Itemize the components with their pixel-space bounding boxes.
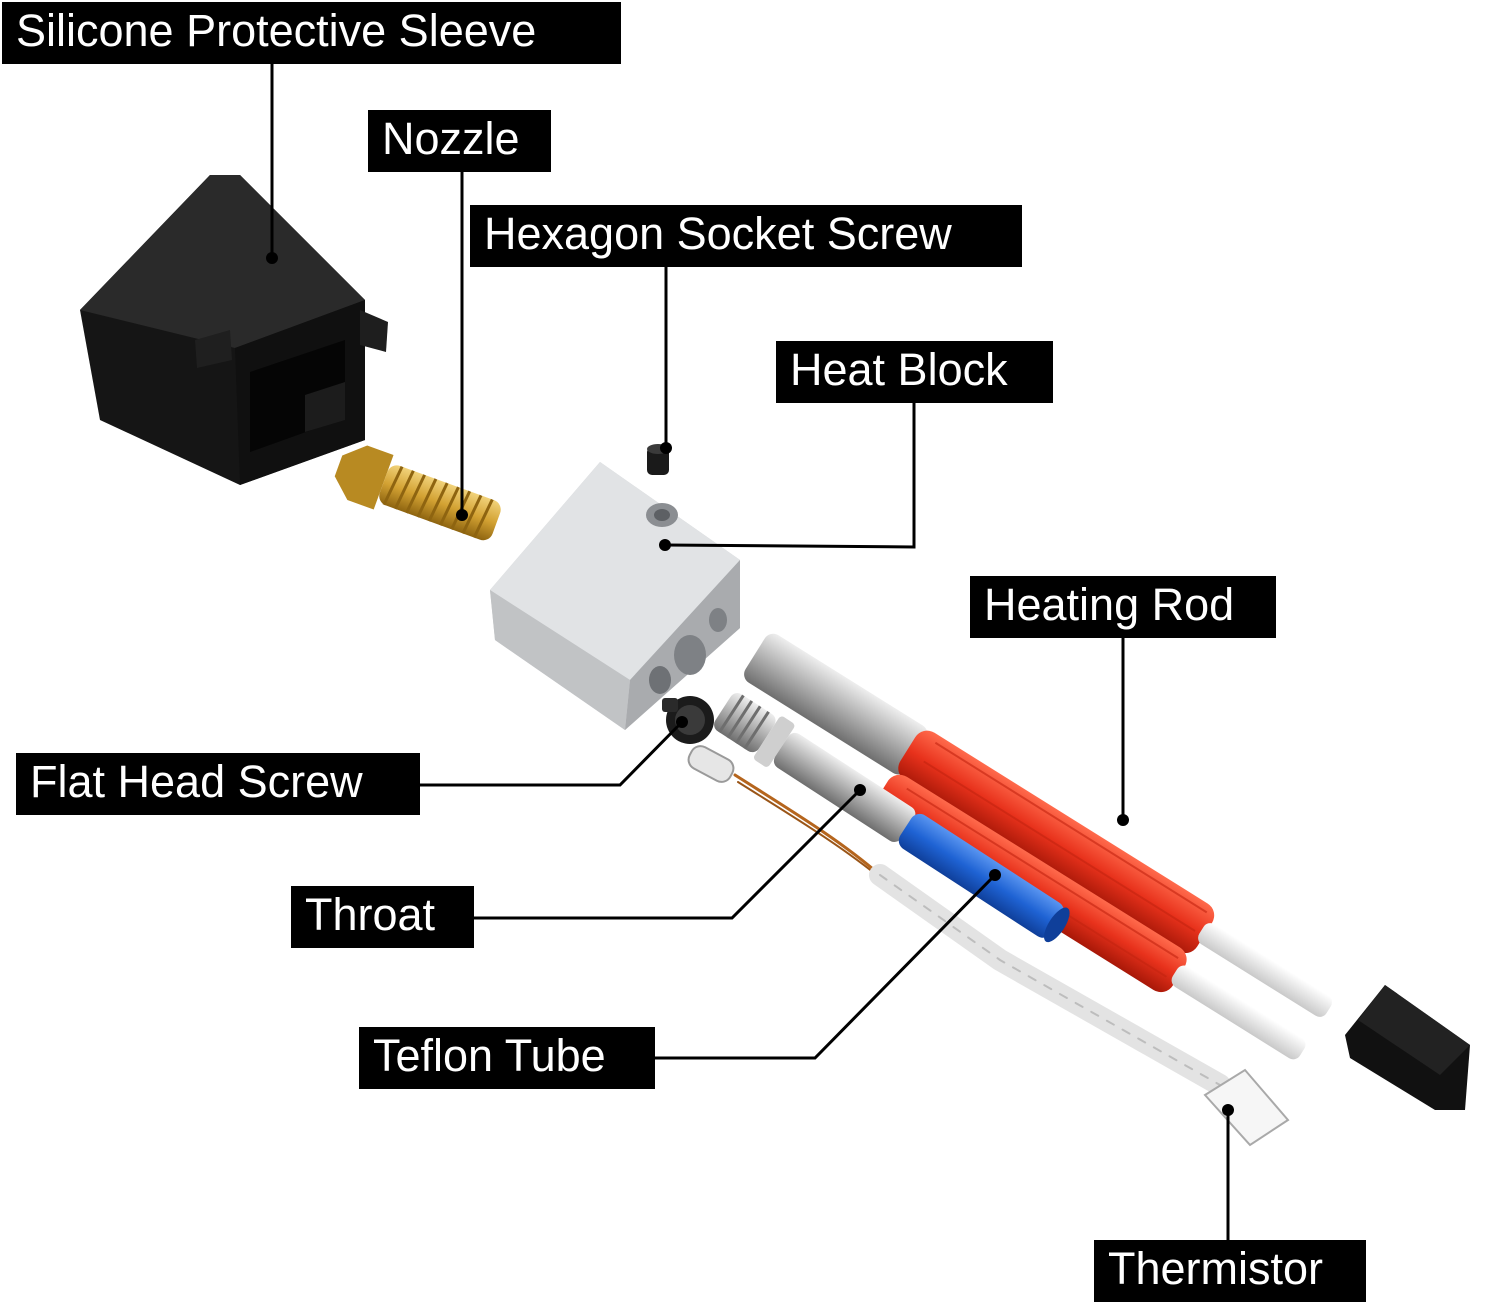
leader-heat-block — [665, 402, 914, 547]
flat-head-screw-part — [662, 696, 714, 744]
leader-teflon-tube — [654, 875, 995, 1058]
heat-block-label: Heat Block — [776, 341, 1053, 403]
nozzle-part — [329, 439, 507, 551]
silicone-sleeve-label: Silicone Protective Sleeve — [2, 2, 621, 64]
teflon-tube-label: Teflon Tube — [359, 1027, 655, 1089]
thermistor-bead-part — [685, 743, 737, 786]
heater-connector-part — [1345, 985, 1470, 1110]
leader-throat — [473, 790, 860, 918]
leader-flat-head-screw — [420, 722, 682, 785]
heating-rod-part — [716, 630, 1342, 1074]
silicone-sleeve-part — [80, 175, 388, 485]
flat-head-screw-label: Flat Head Screw — [16, 753, 420, 815]
throat-label: Throat — [291, 886, 474, 948]
heat-block-part — [490, 462, 740, 730]
leader-dots — [266, 252, 1234, 1116]
heating-rod-label: Heating Rod — [970, 576, 1276, 638]
thermistor-label: Thermistor — [1094, 1240, 1366, 1302]
hex-screw-label: Hexagon Socket Screw — [470, 205, 1022, 267]
nozzle-label: Nozzle — [368, 110, 551, 172]
